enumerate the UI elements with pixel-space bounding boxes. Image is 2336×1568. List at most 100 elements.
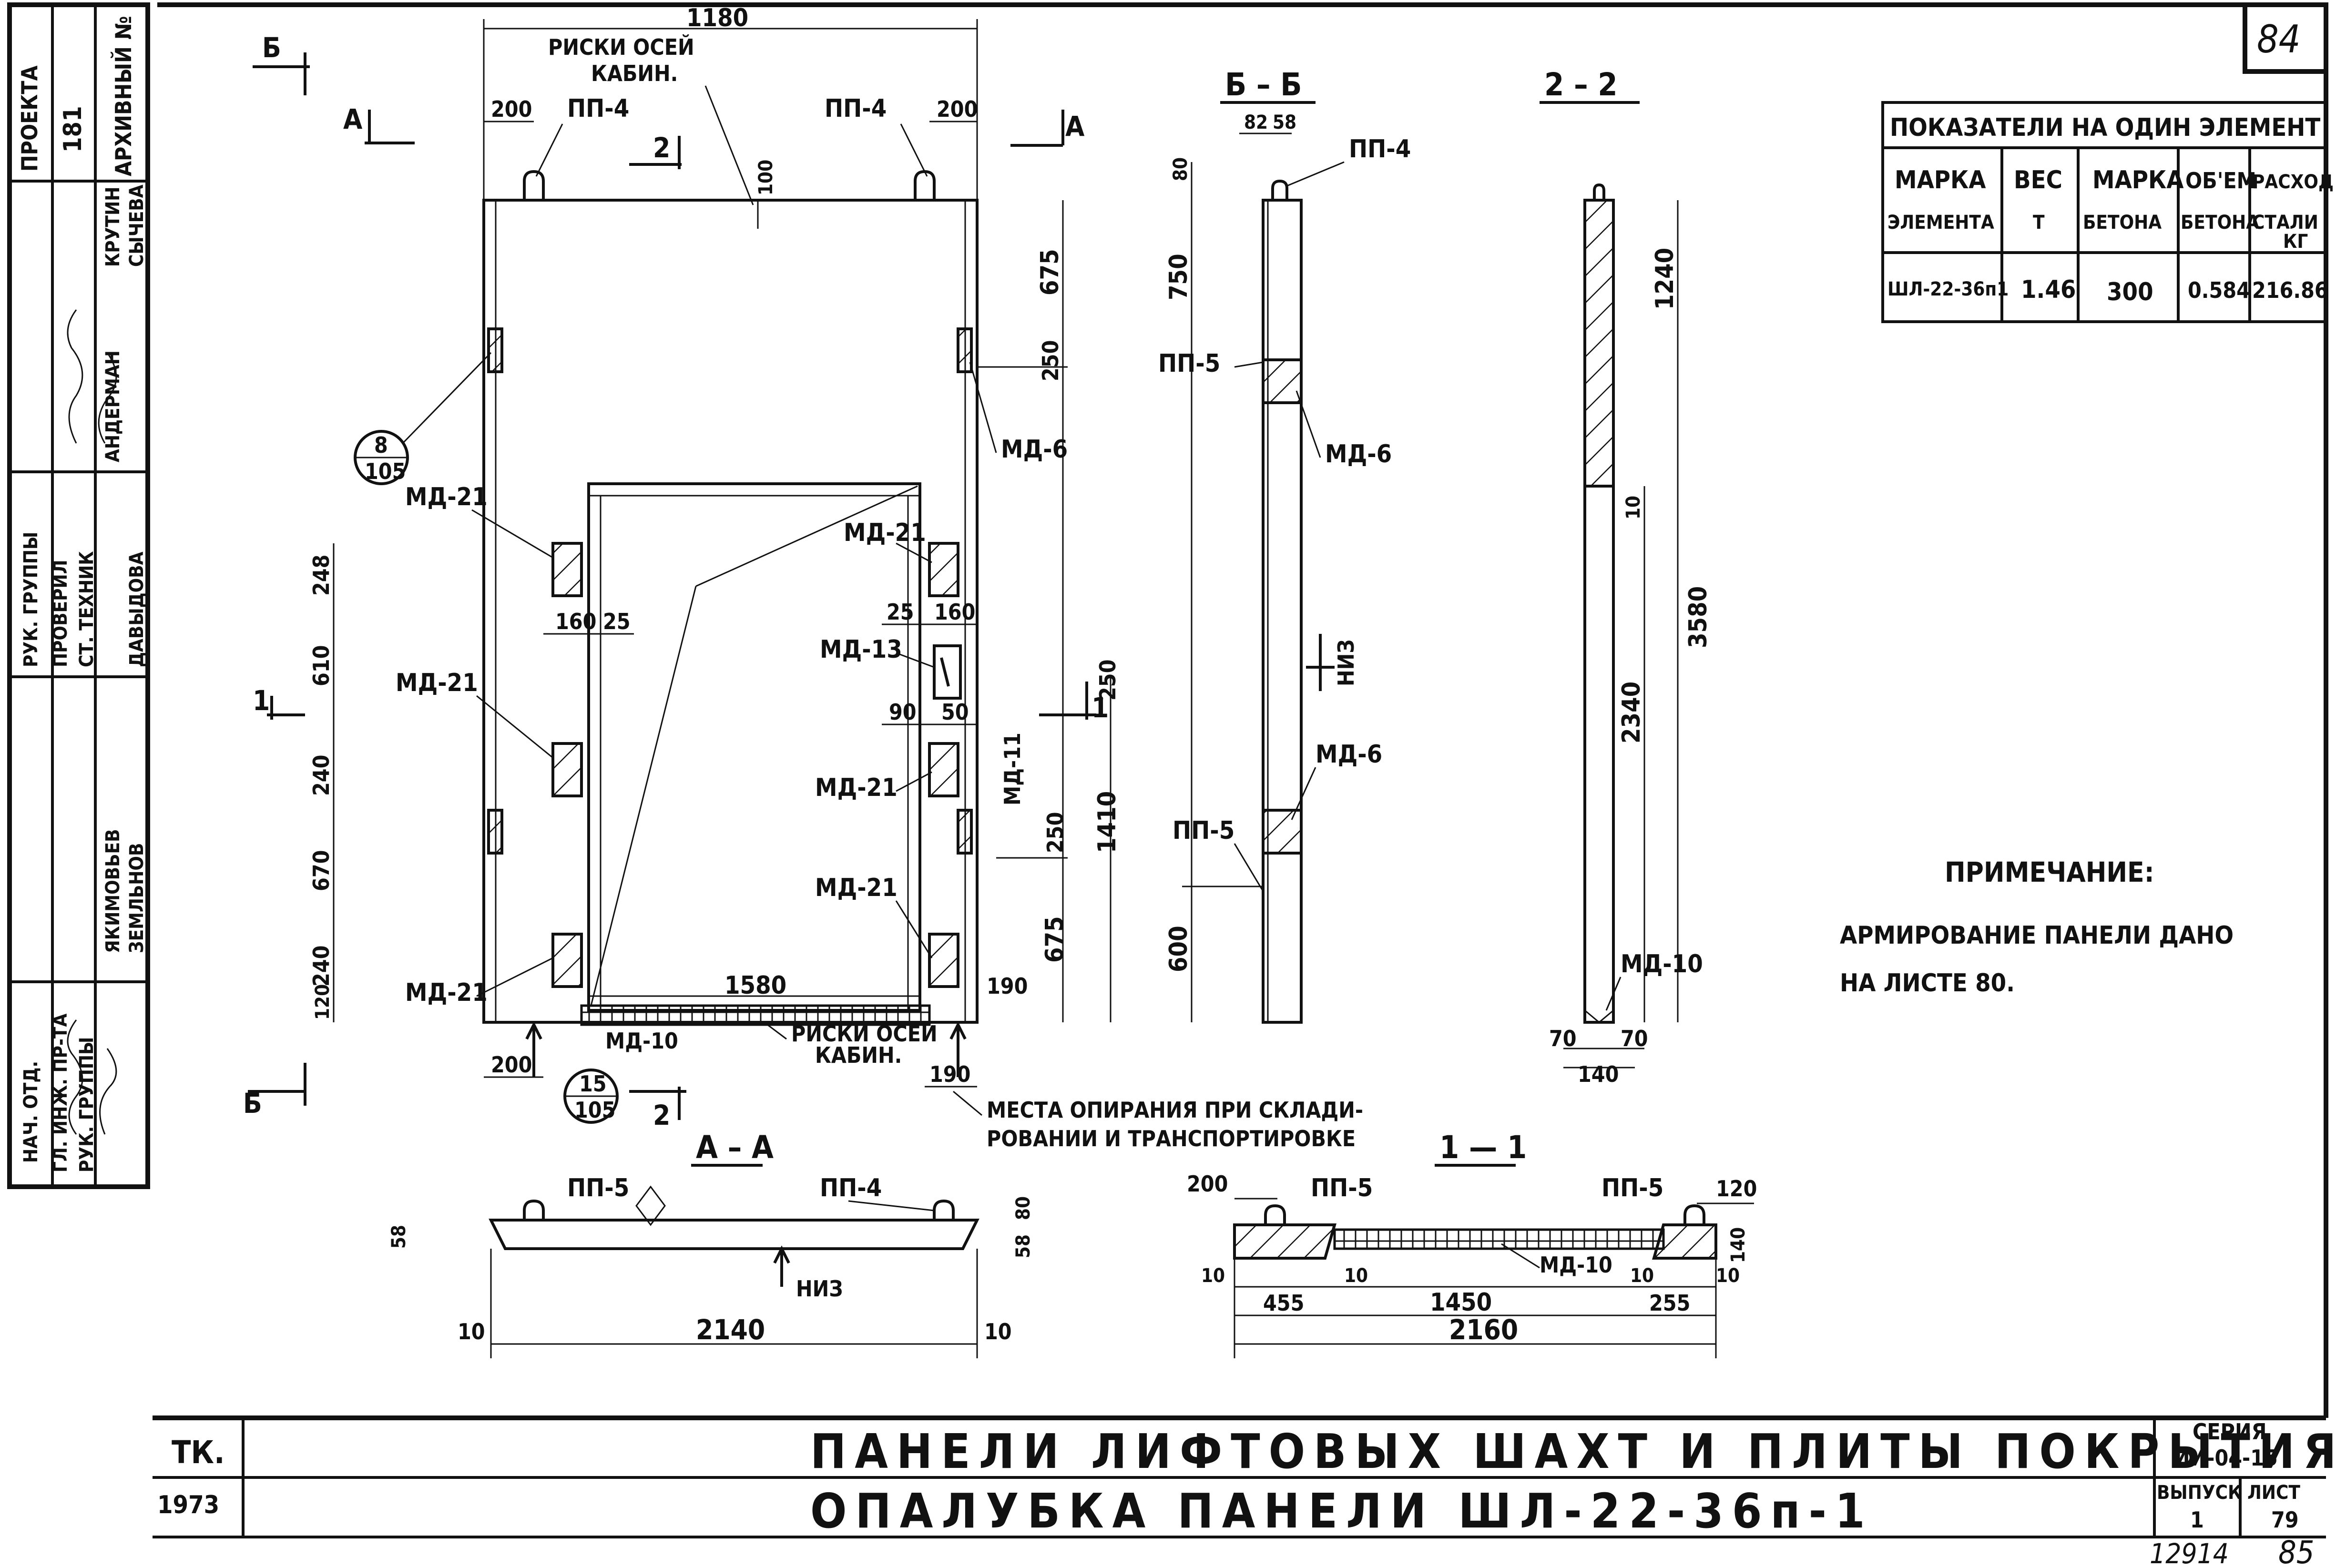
pp-4-loop-right (914, 170, 936, 200)
label-axes-top-2: КАБИН. (591, 61, 678, 86)
svg-text:2160: 2160 (1449, 1313, 1518, 1346)
label-md6-right: МД-6 (1001, 435, 1068, 464)
detail-bubble-8-105: 8 105 (354, 352, 492, 485)
svg-text:МАРКА: МАРКА (2092, 166, 2184, 194)
dim-l610: 610 (308, 645, 334, 686)
md-21-left-1 (551, 542, 583, 597)
label-md11: МД-11 (1000, 733, 1025, 805)
tb-title-1: ПАНЕЛИ ЛИФТОВЫХ ШАХТ И ПЛИТЫ ПОКРЫТИЯ. (810, 1424, 2336, 1479)
dim-upper: 675 (1036, 249, 1064, 295)
dim-mid-r: 250 (1038, 340, 1063, 381)
section-aa: А – А ПП-5 ПП-4 58 80 58 НИЗ 10 2140 10 (388, 1129, 1034, 1358)
cut-marker-a-left: А (343, 103, 415, 144)
label-axes-bot-2: КАБИН. (815, 1042, 902, 1068)
role-1: НАЧ. ОТД. (20, 1061, 42, 1163)
label-md13: МД-13 (820, 635, 902, 664)
svg-text:1.46: 1.46 (2021, 275, 2076, 304)
svg-text:МАРКА: МАРКА (1895, 166, 1986, 194)
dim-l670: 670 (308, 850, 334, 891)
dim-l240b: 240 (308, 946, 334, 987)
cut-marker-b-bottom: Б (243, 1063, 306, 1120)
svg-text:Т: Т (2033, 212, 2045, 234)
md-6-right (957, 327, 973, 373)
signature-scribble (67, 309, 83, 444)
svg-text:70: 70 (1549, 1026, 1577, 1051)
svg-text:НИЗ: НИЗ (796, 1276, 843, 1302)
label-axes-bot-1: РИСКИ ОСЕЙ (791, 1021, 938, 1047)
svg-text:200: 200 (1187, 1171, 1228, 1197)
dim-bot-r: 190 (929, 1061, 970, 1087)
cut-marker-a-right: А (1010, 110, 1085, 147)
cut-marker-2-top: 2 (629, 132, 682, 169)
svg-text:140: 140 (1727, 1227, 1749, 1263)
role-4: РУК. ГРУППЫ (20, 532, 42, 667)
md-21-left-2 (551, 742, 583, 797)
archive-number: 12914 (2150, 1537, 2229, 1568)
svg-text:ПП-4: ПП-4 (820, 1174, 882, 1202)
label-md21-r2: МД-21 (815, 774, 898, 802)
label-md21-l1: МД-21 (405, 483, 488, 511)
svg-text:80: 80 (1170, 157, 1192, 181)
support-note-2: РОВАНИИ И ТРАНСПОРТИРОВКЕ (987, 1126, 1356, 1151)
section-11-title: 1 — 1 (1439, 1129, 1527, 1166)
cut-marker-1-left: 1 (253, 684, 305, 720)
md-21-right-3 (928, 933, 959, 988)
svg-text:ПП-5: ПП-5 (1602, 1174, 1663, 1202)
dim-c160a: 160 (555, 609, 596, 634)
svg-text:ПП-5: ПП-5 (1173, 816, 1234, 845)
label-md21-r1: МД-21 (844, 519, 926, 547)
dim-right-top: 200 (937, 96, 978, 122)
tb-org: ТК. (172, 1434, 225, 1471)
archive-value: 181 (59, 106, 87, 153)
svg-text:58: 58 (388, 1225, 410, 1249)
section-22-title: 2 – 2 (1544, 66, 1618, 103)
svg-text:А: А (1065, 110, 1085, 143)
note: ПРИМЕЧАНИЕ: АРМИРОВАНИЕ ПАНЕЛИ ДАНО НА Л… (1840, 856, 2234, 998)
indicators-table: ПОКАЗАТЕЛИ НА ОДИН ЭЛЕМЕНТ МАРКА ЭЛЕМЕНТ… (1881, 101, 2334, 323)
md-21-right-1 (928, 542, 959, 597)
dim-top-gap: 100 (755, 160, 777, 195)
sheet-number: 84 (2257, 17, 2301, 61)
tb-year: 1973 (157, 1491, 219, 1519)
support-arrow-right (949, 1021, 967, 1077)
label-pp4-left: ПП-4 (567, 94, 629, 123)
dim-r250b: 250 (1042, 812, 1068, 853)
svg-text:ПП-5: ПП-5 (1158, 349, 1220, 378)
svg-text:70: 70 (1621, 1026, 1648, 1051)
svg-text:10: 10 (1201, 1265, 1225, 1287)
note-title: ПРИМЕЧАНИЕ: (1945, 856, 2154, 888)
svg-text:ЭЛЕМЕНТА: ЭЛЕМЕНТА (1887, 212, 1994, 234)
dim-c90: 90 (889, 699, 917, 725)
section-bb-title: Б – Б (1225, 66, 1302, 103)
signature-scribble (99, 1048, 117, 1135)
svg-text:216.86: 216.86 (2252, 277, 2328, 303)
svg-text:15: 15 (579, 1071, 607, 1097)
note-line-1: АРМИРОВАНИЕ ПАНЕЛИ ДАНО (1840, 921, 2234, 950)
name-1: ЯКИМОВЬЕВ (102, 829, 124, 953)
dim-r1410: 1410 (1093, 791, 1122, 853)
dim-door: 1580 (724, 971, 786, 1000)
section-22: 2 – 2 1240 10 2340 3580 70 70 140 МД-10 (1540, 66, 1713, 1087)
dim-l240a: 240 (308, 755, 334, 796)
dim-l248: 248 (308, 555, 334, 596)
svg-text:600: 600 (1164, 926, 1193, 972)
svg-text:140: 140 (1578, 1061, 1619, 1087)
svg-text:10: 10 (1622, 496, 1644, 519)
svg-text:10: 10 (1716, 1265, 1740, 1287)
section-11: 1 — 1 200 120 140 ПП-5 ПП-5 МД-10 10 455… (1187, 1129, 1757, 1358)
support-arrow-left (525, 1021, 542, 1077)
svg-text:БЕТОНА: БЕТОНА (2181, 212, 2259, 234)
dim-c25b: 25 (887, 599, 914, 625)
md-21-right-2 (928, 742, 959, 797)
label-md21-l3: МД-21 (405, 978, 488, 1007)
note-line-2: НА ЛИСТЕ 80. (1840, 969, 2015, 998)
dim-r675: 675 (1040, 916, 1069, 963)
tb-issue-value: 1 (2190, 1507, 2204, 1533)
svg-text:ВЕС: ВЕС (2014, 166, 2062, 194)
label-pp4-right: ПП-4 (825, 94, 887, 123)
svg-text:2340: 2340 (1617, 682, 1646, 743)
table-title: ПОКАЗАТЕЛИ НА ОДИН ЭЛЕМЕНТ (1890, 113, 2320, 142)
front-view: 1180 200 200 100 РИСКИ ОСЕЙ КАБИН. ПП-4 … (243, 4, 1363, 1151)
dim-width: 1180 (686, 4, 748, 32)
